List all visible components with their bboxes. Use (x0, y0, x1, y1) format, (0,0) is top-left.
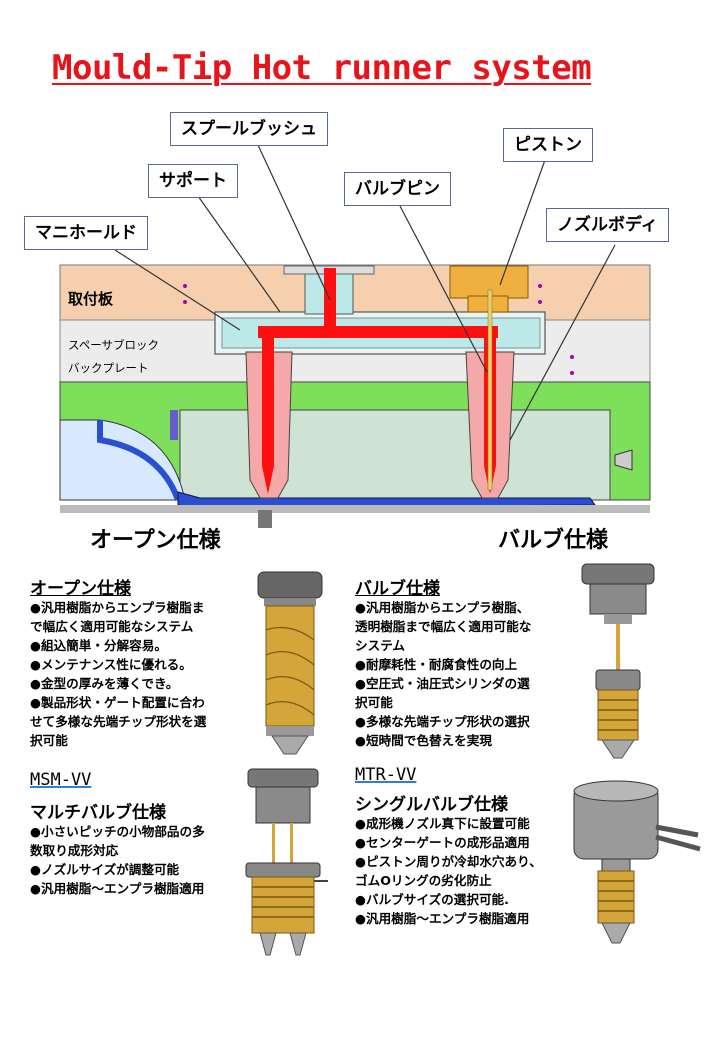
callout-support: サポート (148, 164, 238, 198)
label-spacer-block: スペーサブロック (68, 338, 159, 352)
callout-valve-pin: バルブピン (344, 172, 451, 206)
open-spec-list: ●汎用樹脂からエンプラ樹脂ま で幅広く適用可能なシステム ●組込簡単・分解容易。… (30, 598, 260, 750)
valve-nozzle-image (581, 563, 655, 759)
list-item: ●小さいピッチの小物部品の多 数取り成形対応 (30, 824, 205, 858)
msm-code: MSM-VV (30, 770, 92, 790)
label-mounting-plate: 取付板 (68, 290, 114, 308)
msm-title: マルチバルブ仕様 (30, 803, 166, 823)
callout-manifold: マニホールド (24, 216, 148, 250)
list-item: ●耐摩耗性・耐腐食性の向上 (355, 657, 518, 672)
mtr-title: シングルバルブ仕様 (355, 795, 508, 815)
list-item: ●組込簡単・分解容易。 (30, 638, 167, 653)
hot-runner-cross-section (59, 144, 651, 528)
list-item: ●センターゲートの成形品適用 (355, 835, 530, 850)
label-back-plate: バックプレート (68, 361, 149, 375)
list-item: ●短時間で色替えを実現 (355, 733, 492, 748)
list-item: ●多様な先端チップ形状の選択 (355, 714, 530, 729)
list-item: ●金型の厚みを薄くでき。 (30, 676, 179, 691)
list-item: ●製品形状・ゲート配置に合わ せて多様な先端チップ形状を選 択可能 (30, 695, 207, 748)
mtr-list: ●成形機ノズル真下に設置可能 ●センターゲートの成形品適用 ●ピストン周りが冷却… (355, 814, 580, 928)
callout-sprue-bush: スプールブッシュ (170, 112, 328, 146)
list-item: ●汎用樹脂～エンプラ樹脂適用 (355, 911, 530, 926)
callout-nozzle-body: ノズルボディ (546, 208, 669, 242)
mtr-code: MTR-VV (355, 765, 417, 785)
list-item: ●バルブサイズの選択可能. (355, 892, 509, 907)
list-item: ●空圧式・油圧式シリンダの選 択可能 (355, 676, 530, 710)
open-spec-title: オープン仕様 (30, 579, 131, 599)
multi-valve-image (245, 768, 328, 956)
list-item: ●メンテナンス性に優れる。 (30, 657, 192, 672)
open-nozzle-image (257, 571, 323, 755)
list-item: ●汎用樹脂からエンプラ樹脂、 透明樹脂まで幅広く適用可能な システム (355, 600, 532, 653)
list-item: ●ピストン周りが冷却水穴あり、 ゴムOリングの劣化防止 (355, 854, 542, 888)
caption-open: オープン仕様 (90, 528, 221, 553)
valve-spec-title: バルブ仕様 (355, 579, 440, 599)
msm-list: ●小さいピッチの小物部品の多 数取り成形対応 ●ノズルサイズが調整可能 ●汎用樹… (30, 822, 250, 898)
valve-spec-list: ●汎用樹脂からエンプラ樹脂、 透明樹脂まで幅広く適用可能な システム ●耐摩耗性… (355, 598, 590, 750)
callout-piston: ピストン (503, 128, 593, 162)
page-title: Mould-Tip Hot runner system (52, 48, 592, 88)
list-item: ●ノズルサイズが調整可能 (30, 862, 180, 877)
list-item: ●成形機ノズル真下に設置可能 (355, 816, 530, 831)
caption-valve: バルブ仕様 (498, 528, 609, 553)
single-valve-image (573, 780, 701, 944)
list-item: ●汎用樹脂からエンプラ樹脂ま で幅広く適用可能なシステム (30, 600, 205, 634)
list-item: ●汎用樹脂～エンプラ樹脂適用 (30, 881, 205, 896)
